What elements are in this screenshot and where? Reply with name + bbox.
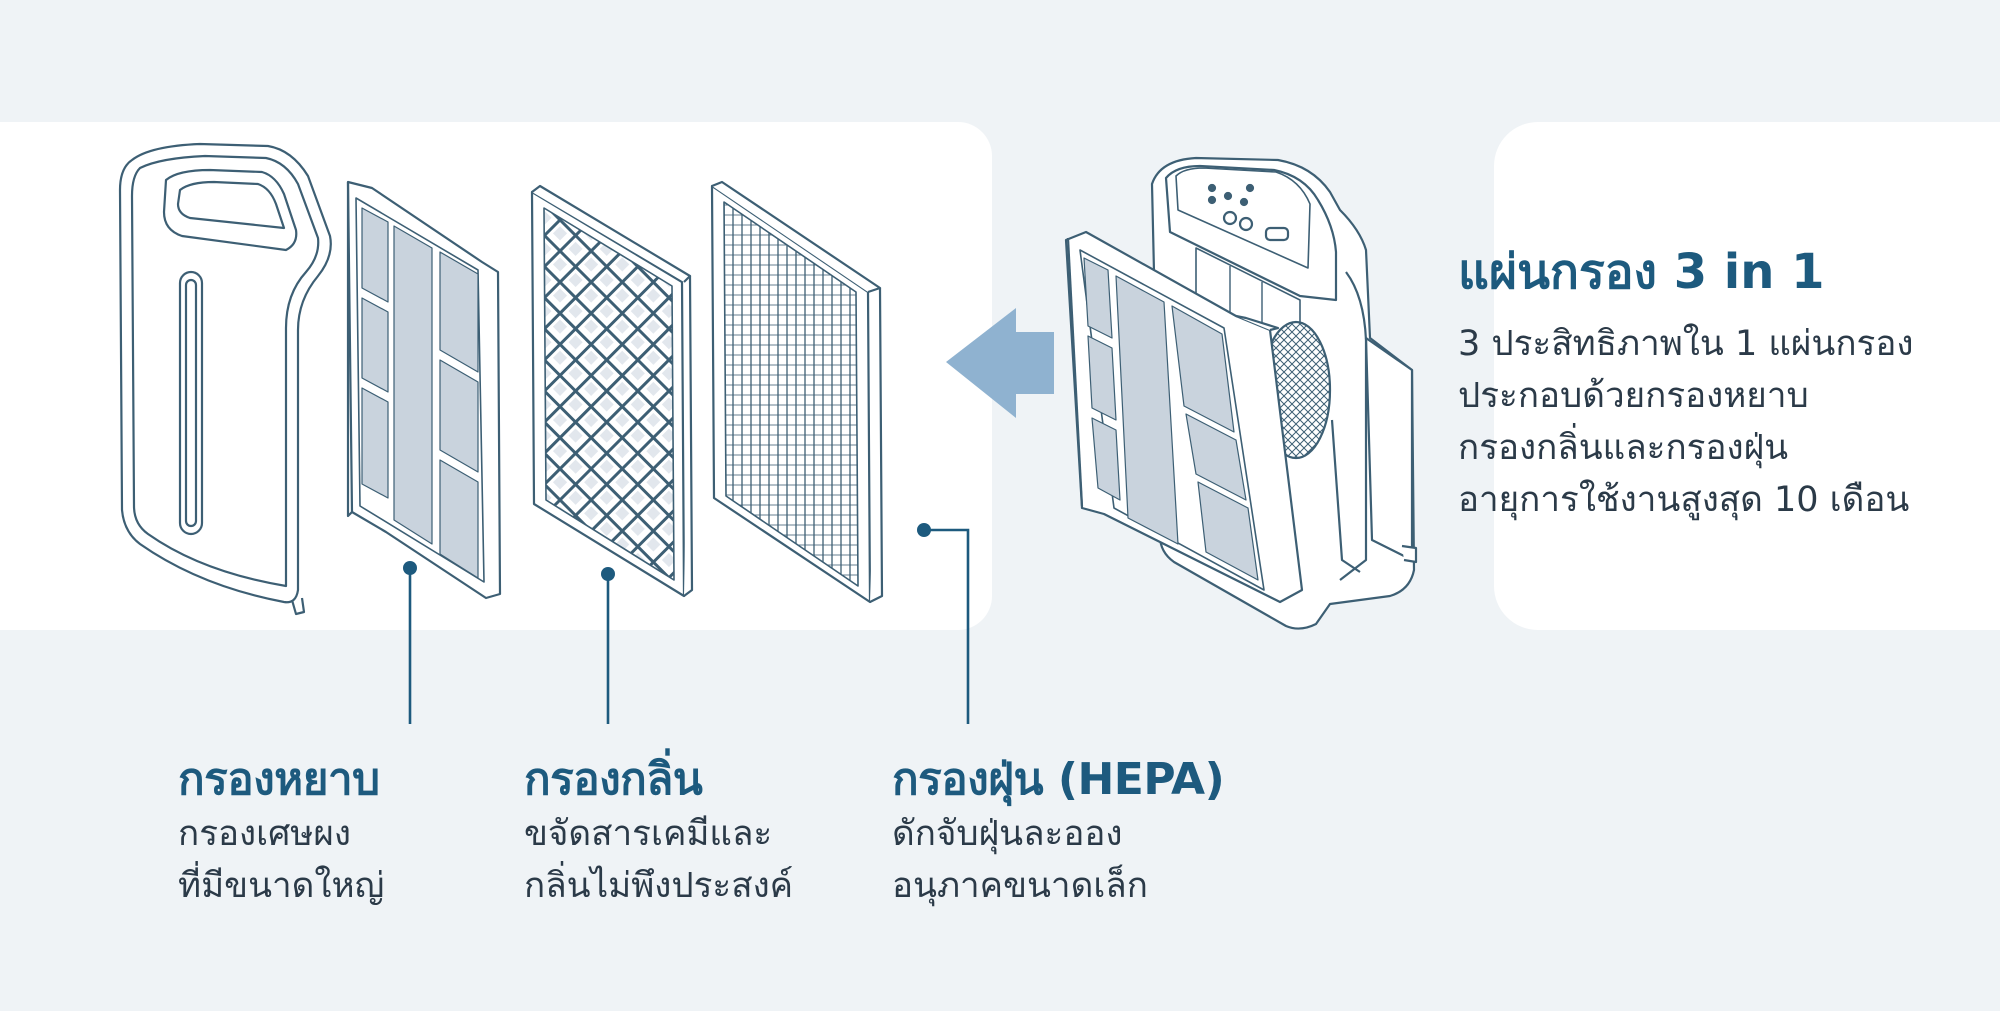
description-line: กรองเศษผง <box>178 814 351 854</box>
hepa-filter-title: กรองฝุ่น (HEPA) <box>892 754 1225 805</box>
description-line: ที่มีขนาดใหญ่ <box>178 866 385 906</box>
description-line: อนุภาคขนาดเล็ก <box>892 866 1148 906</box>
callout-dot-hepa <box>917 523 931 537</box>
description-line: ดักจับฝุ่นละออง <box>892 814 1123 854</box>
info-line: กรองกลิ่นและกรองฝุ่น <box>1458 428 1789 468</box>
carbon-filter-illustration <box>530 184 694 598</box>
odor-filter-label: กรองกลิ่น ขจัดสารเคมีและ กลิ่นไม่พึงประส… <box>524 752 793 912</box>
info-line: 3 ประสิทธิภาพใน 1 แผ่นกรอง <box>1458 324 1914 364</box>
callout-dot-coarse <box>403 561 417 575</box>
description-line: กลิ่นไม่พึงประสงค์ <box>524 866 794 906</box>
hepa-filter-label: กรองฝุ่น (HEPA) ดักจับฝุ่นละออง อนุภาคขน… <box>892 752 1225 912</box>
description-line: ขจัดสารเคมีและ <box>524 814 773 854</box>
callout-dots <box>403 523 931 581</box>
odor-filter-description: ขจัดสารเคมีและ กลิ่นไม่พึงประสงค์ <box>524 808 793 912</box>
callout-lines <box>408 528 970 724</box>
info-description: 3 ประสิทธิภาพใน 1 แผ่นกรอง ประกอบด้วยกรอ… <box>1458 318 1913 526</box>
info-line: อายุการใช้งานสูงสุด 10 เดือน <box>1458 480 1910 520</box>
coarse-filter-description: กรองเศษผง ที่มีขนาดใหญ่ <box>178 808 384 912</box>
pre-filter-illustration <box>346 180 502 600</box>
air-purifier-illustration <box>1064 156 1418 630</box>
hepa-filter-description: ดักจับฝุ่นละออง อนุภาคขนาดเล็ก <box>892 808 1224 912</box>
coarse-filter-title: กรองหยาบ <box>178 754 380 805</box>
info-block: แผ่นกรอง 3 in 1 3 ประสิทธิภาพใน 1 แผ่นกร… <box>1458 240 1913 526</box>
callout-line-hepa <box>924 528 970 724</box>
info-title: แผ่นกรอง 3 in 1 <box>1458 244 1825 300</box>
front-cover-illustration <box>118 142 332 616</box>
info-panel <box>1494 122 2000 630</box>
hepa-filter-illustration <box>710 180 884 604</box>
coarse-filter-label: กรองหยาบ กรองเศษผง ที่มีขนาดใหญ่ <box>178 752 384 912</box>
arrow-left-icon <box>946 308 1054 418</box>
callout-dot-odor <box>601 567 615 581</box>
odor-filter-title: กรองกลิ่น <box>524 754 703 805</box>
info-line: ประกอบด้วยกรองหยาบ <box>1458 376 1809 416</box>
